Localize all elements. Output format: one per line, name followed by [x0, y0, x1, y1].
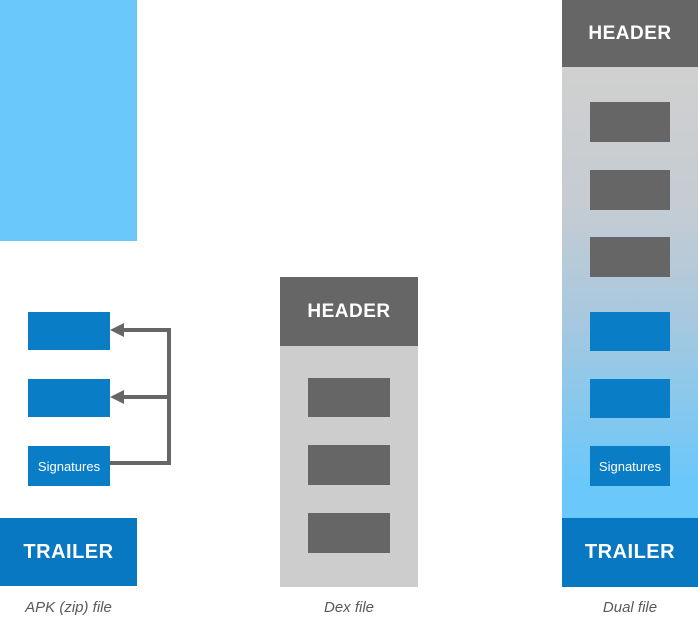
dual-signatures-label: Signatures: [598, 458, 662, 474]
arrow-line-to-block-2: [122, 395, 171, 399]
apk-entry-block-2: [28, 379, 110, 417]
apk-signatures-block: Signatures: [28, 446, 110, 486]
dual-caption: Dual file: [602, 599, 658, 616]
dual-dex-block-2: [590, 170, 670, 210]
dual-apk-block-1: [590, 312, 670, 351]
apk-caption: APK (zip) file: [25, 599, 112, 616]
dex-header-block: HEADER: [280, 277, 418, 346]
apk-entry-block-1: [28, 312, 110, 350]
dual-trailer-label: TRAILER: [584, 541, 676, 563]
apk-file-body: [0, 0, 137, 241]
dex-caption: Dex file: [323, 599, 375, 616]
dual-trailer-block: TRAILER: [562, 518, 698, 587]
dual-dex-block-3: [590, 237, 670, 277]
dex-data-block-1: [308, 378, 390, 417]
dual-header-label: HEADER: [588, 22, 672, 44]
arrow-line-to-block-1: [122, 328, 171, 332]
arrowhead-icon: [110, 390, 124, 404]
arrow-line-from-signatures: [110, 461, 171, 465]
apk-trailer-label: TRAILER: [23, 540, 114, 563]
dex-data-block-3: [308, 513, 390, 553]
dual-header-block: HEADER: [562, 0, 698, 67]
dual-dex-block-1: [590, 102, 670, 142]
dex-header-label: HEADER: [307, 300, 391, 322]
arrowhead-icon: [110, 323, 124, 337]
apk-trailer-block: TRAILER: [0, 518, 137, 586]
apk-signatures-label: Signatures: [37, 458, 101, 474]
dual-signatures-block: Signatures: [590, 446, 670, 486]
dual-apk-block-2: [590, 379, 670, 418]
dex-data-block-2: [308, 445, 390, 485]
dual-file-body: [562, 67, 698, 518]
